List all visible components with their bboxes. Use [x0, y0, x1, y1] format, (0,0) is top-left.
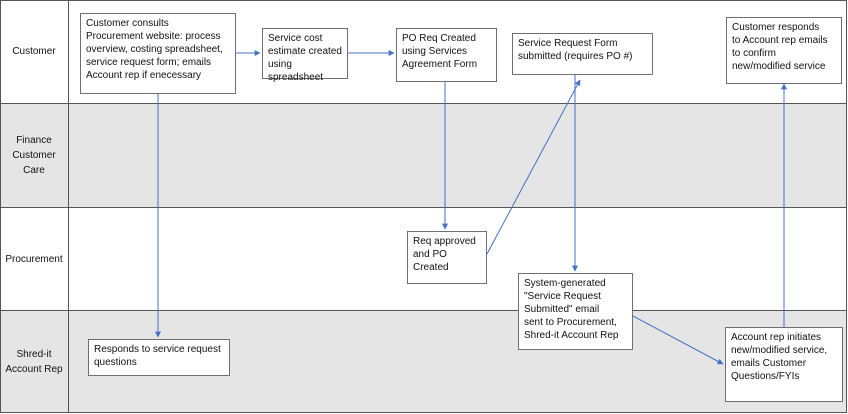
lane-label-procurement: Procurement [0, 208, 69, 310]
lane-label-customer: Customer [0, 0, 69, 103]
step-customer-consults: Customer consults Procurement website: p… [80, 13, 236, 94]
step-req-approved-po-created: Req approved and PO Created [407, 231, 487, 284]
step-po-req-created: PO Req Created using Services Agreement … [396, 28, 497, 82]
lane-label-finance-customer-care: Finance Customer Care [0, 104, 69, 207]
step-system-generated-email: System-generated "Service Request Submit… [518, 273, 633, 350]
step-customer-responds: Customer responds to Account rep emails … [726, 17, 842, 84]
step-service-cost-estimate: Service cost estimate created using spre… [262, 28, 348, 83]
lane-finance-customer-care: Finance Customer Care [0, 104, 847, 208]
arrow-system-generated-to-account-rep [632, 315, 724, 365]
step-account-rep-initiates: Account rep initiates new/modified servi… [725, 327, 843, 402]
step-responds-to-questions: Responds to service request questions [88, 339, 230, 376]
arrow-req-approved-to-srf [486, 79, 581, 255]
step-service-request-form-submitted: Service Request Form submitted (requires… [512, 33, 653, 75]
lane-label-shred-it-account-rep: Shred-it Account Rep [0, 311, 69, 413]
